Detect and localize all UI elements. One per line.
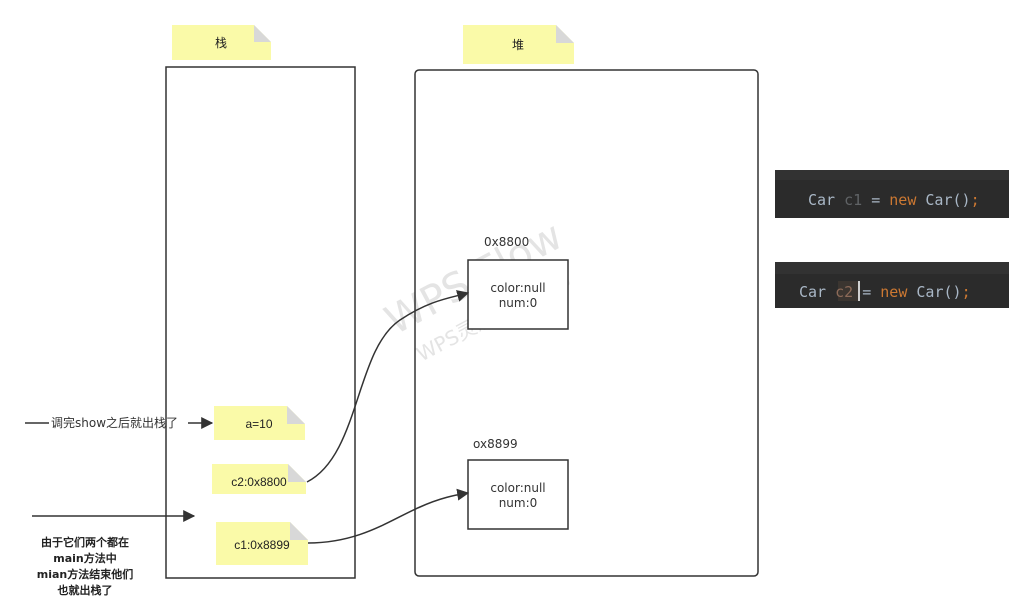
annotation-main-note-line: mian方法结束他们 [37, 567, 134, 581]
code-snippet: Car c1 = new Car(); [775, 170, 1009, 218]
code-token: Car [808, 191, 835, 209]
stack-item-label: c2:0x8800 [231, 475, 287, 489]
object-field-num: num:0 [499, 496, 538, 510]
code-token: Car [799, 283, 826, 301]
annotation-main-note-line: 也就出栈了 [58, 583, 113, 597]
code-token: ; [971, 191, 980, 209]
heap-object [467, 459, 569, 530]
stack-label-note: 栈 [172, 25, 271, 60]
code-token: ; [962, 283, 971, 301]
heap-frame [414, 69, 759, 577]
object-field-color: color:null [490, 481, 545, 495]
code-token: c1 [835, 191, 862, 209]
code-token: new [871, 283, 908, 301]
annotation-main-note-line: 由于它们两个都在 [41, 535, 129, 549]
stack-item-note: c1:0x8899 [216, 522, 308, 565]
object-address: 0x8800 [484, 235, 529, 249]
stack-item-label: a=10 [245, 417, 272, 431]
code-token: = [862, 191, 880, 209]
code-token: Car() [907, 283, 961, 301]
heap-object [467, 259, 569, 330]
code-token: new [880, 191, 917, 209]
annotation-main-note-line: main方法中 [53, 551, 117, 565]
stack-item-label: c1:0x8899 [234, 538, 290, 552]
stack-label: 栈 [215, 35, 227, 50]
code-line: Car c1 = new Car(); [808, 191, 980, 209]
code-token: c2 [826, 283, 853, 301]
annotation-show-note: 调完show之后就出栈了 [51, 415, 178, 430]
code-token: Car() [916, 191, 970, 209]
code-line: Car c2 = new Car(); [799, 283, 971, 301]
heap-label-note: 堆 [463, 25, 574, 64]
code-snippet: Car c2 = new Car(); [775, 262, 1009, 308]
code-token: = [853, 283, 871, 301]
stack-item-note: a=10 [214, 406, 305, 440]
stack-frame [165, 66, 356, 579]
object-field-num: num:0 [499, 296, 538, 310]
object-address: ox8899 [473, 437, 518, 451]
stack-item-note: c2:0x8800 [212, 464, 306, 494]
object-field-color: color:null [490, 281, 545, 295]
reference-arrow [306, 290, 470, 483]
reference-arrow [307, 488, 470, 544]
heap-label: 堆 [512, 38, 524, 52]
